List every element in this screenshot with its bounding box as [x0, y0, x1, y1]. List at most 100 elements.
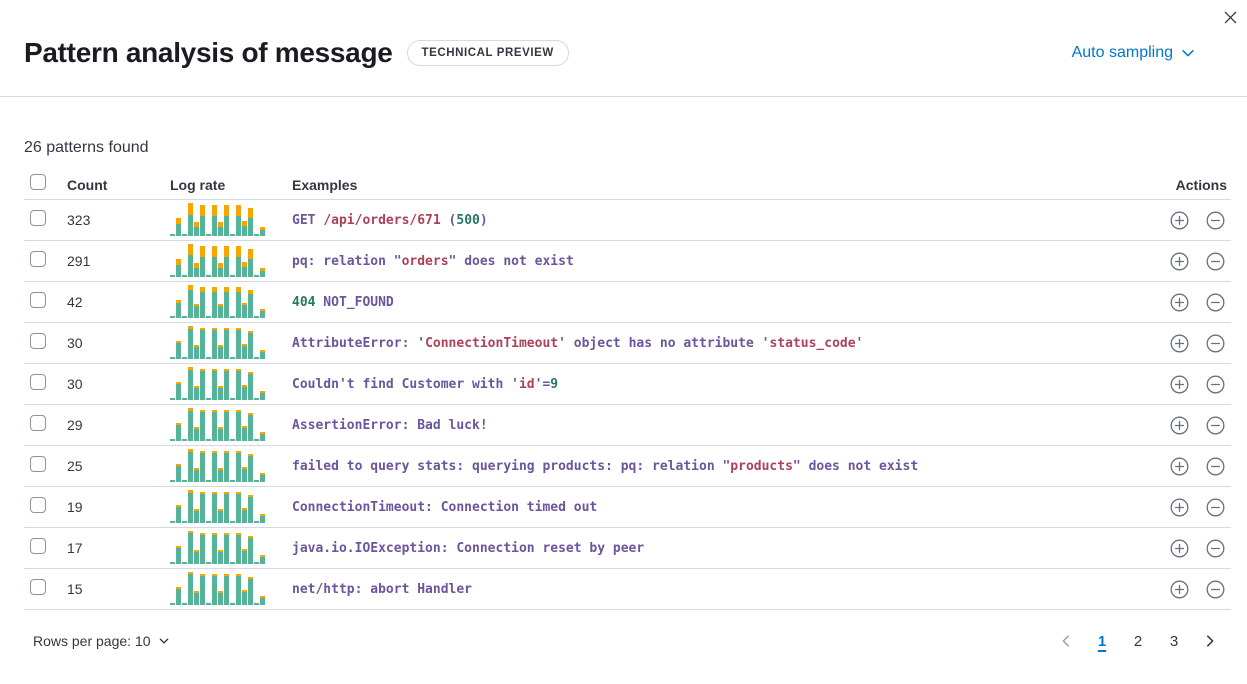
row-checkbox[interactable]	[30, 250, 46, 267]
page-3-button[interactable]: 3	[1161, 628, 1187, 654]
filter-out-pattern-button[interactable]	[1205, 538, 1225, 558]
pattern-count: 30	[67, 376, 83, 392]
log-rate-sparkline	[170, 203, 265, 236]
plus-in-circle-icon	[1170, 293, 1189, 312]
log-rate-sparkline	[170, 572, 265, 605]
log-rate-sparkline	[170, 490, 265, 523]
flyout-header: Pattern analysis of message TECHNICAL PR…	[0, 0, 1247, 97]
minus-in-circle-icon	[1206, 580, 1225, 599]
pattern-example: AssertionError: Bad luck!	[292, 417, 488, 433]
column-header-log-rate: Log rate	[170, 176, 226, 193]
table-row: 17 java.io.IOException: Connection reset…	[24, 528, 1231, 569]
minus-in-circle-icon	[1206, 416, 1225, 435]
sampling-menu-button[interactable]: Auto sampling	[1072, 44, 1195, 62]
table-row: 15 net/http: abort Handler	[24, 569, 1231, 610]
minus-in-circle-icon	[1206, 252, 1225, 271]
plus-in-circle-icon	[1170, 416, 1189, 435]
row-checkbox[interactable]	[30, 537, 46, 554]
pattern-example: pq: relation "orders" does not exist	[292, 253, 574, 269]
pattern-example: net/http: abort Handler	[292, 581, 473, 597]
row-checkbox[interactable]	[30, 414, 46, 431]
chevron-right-icon	[1203, 634, 1217, 648]
row-checkbox[interactable]	[30, 291, 46, 308]
log-rate-sparkline	[170, 531, 265, 564]
plus-in-circle-icon	[1170, 539, 1189, 558]
page-title: Pattern analysis of message	[24, 37, 393, 68]
column-header-examples: Examples	[292, 176, 358, 193]
close-icon	[1223, 10, 1238, 25]
table-row: 30 Couldn't find Customer with 'id'=9	[24, 364, 1231, 405]
filter-in-pattern-button[interactable]	[1169, 456, 1189, 476]
log-rate-sparkline	[170, 449, 265, 482]
table-row: 25 failed to query stats: querying produ…	[24, 446, 1231, 487]
minus-in-circle-icon	[1206, 293, 1225, 312]
close-button[interactable]	[1215, 2, 1245, 32]
plus-in-circle-icon	[1170, 252, 1189, 271]
table-row: 29 AssertionError: Bad luck!	[24, 405, 1231, 446]
log-rate-sparkline	[170, 367, 265, 400]
filter-out-pattern-button[interactable]	[1205, 251, 1225, 271]
pattern-count: 42	[67, 294, 83, 310]
row-checkbox[interactable]	[30, 209, 46, 226]
next-page-button[interactable]	[1197, 628, 1223, 654]
minus-in-circle-icon	[1206, 375, 1225, 394]
row-checkbox[interactable]	[30, 455, 46, 472]
row-checkbox[interactable]	[30, 578, 46, 595]
pattern-example: AttributeError: 'ConnectionTimeout' obje…	[292, 335, 864, 351]
table-row: 42 404 NOT_FOUND	[24, 282, 1231, 323]
previous-page-button[interactable]	[1053, 628, 1079, 654]
pattern-count: 15	[67, 581, 83, 597]
plus-in-circle-icon	[1170, 375, 1189, 394]
chevron-left-icon	[1059, 634, 1073, 648]
pattern-example: Couldn't find Customer with 'id'=9	[292, 376, 559, 392]
row-checkbox[interactable]	[30, 332, 46, 349]
table-body: 323 GET /api/orders/671 (500) 291 pq: re…	[24, 200, 1231, 610]
table-row: 291 pq: relation "orders" does not exist	[24, 241, 1231, 282]
filter-out-pattern-button[interactable]	[1205, 292, 1225, 312]
plus-in-circle-icon	[1170, 580, 1189, 599]
filter-out-pattern-button[interactable]	[1205, 333, 1225, 353]
sampling-menu-label: Auto sampling	[1071, 44, 1173, 61]
select-all-checkbox[interactable]	[30, 174, 46, 190]
plus-in-circle-icon	[1170, 498, 1189, 517]
filter-out-pattern-button[interactable]	[1205, 497, 1225, 517]
pattern-example: 404 NOT_FOUND	[292, 294, 394, 310]
pattern-example: GET /api/orders/671 (500)	[292, 212, 488, 228]
filter-out-pattern-button[interactable]	[1205, 579, 1225, 599]
log-rate-sparkline	[170, 326, 265, 359]
filter-out-pattern-button[interactable]	[1205, 374, 1225, 394]
filter-out-pattern-button[interactable]	[1205, 456, 1225, 476]
filter-in-pattern-button[interactable]	[1169, 210, 1189, 230]
plus-in-circle-icon	[1170, 211, 1189, 230]
filter-in-pattern-button[interactable]	[1169, 374, 1189, 394]
minus-in-circle-icon	[1206, 457, 1225, 476]
rows-per-page-label: Rows per page: 10	[33, 633, 151, 649]
filter-in-pattern-button[interactable]	[1169, 251, 1189, 271]
column-header-actions: Actions	[1175, 176, 1227, 193]
filter-out-pattern-button[interactable]	[1205, 210, 1225, 230]
table-row: 19 ConnectionTimeout: Connection timed o…	[24, 487, 1231, 528]
pattern-count: 323	[67, 212, 91, 228]
row-checkbox[interactable]	[30, 373, 46, 390]
filter-in-pattern-button[interactable]	[1169, 497, 1189, 517]
filter-in-pattern-button[interactable]	[1169, 538, 1189, 558]
filter-in-pattern-button[interactable]	[1169, 333, 1189, 353]
patterns-found-summary: 26 patterns found	[24, 139, 149, 156]
row-checkbox[interactable]	[30, 496, 46, 513]
pattern-count: 291	[67, 253, 91, 269]
filter-in-pattern-button[interactable]	[1169, 292, 1189, 312]
log-rate-sparkline	[170, 408, 265, 441]
flyout-body: 26 patterns found Count Log rate Example…	[0, 139, 1247, 654]
chevron-down-icon	[1181, 46, 1195, 60]
filter-out-pattern-button[interactable]	[1205, 415, 1225, 435]
page-2-button[interactable]: 2	[1125, 628, 1151, 654]
page-1-button[interactable]: 1	[1089, 628, 1115, 654]
table-header-row: Count Log rate Examples Actions	[24, 170, 1231, 200]
rows-per-page-button[interactable]: Rows per page: 10	[33, 633, 170, 649]
filter-in-pattern-button[interactable]	[1169, 415, 1189, 435]
minus-in-circle-icon	[1206, 211, 1225, 230]
filter-in-pattern-button[interactable]	[1169, 579, 1189, 599]
